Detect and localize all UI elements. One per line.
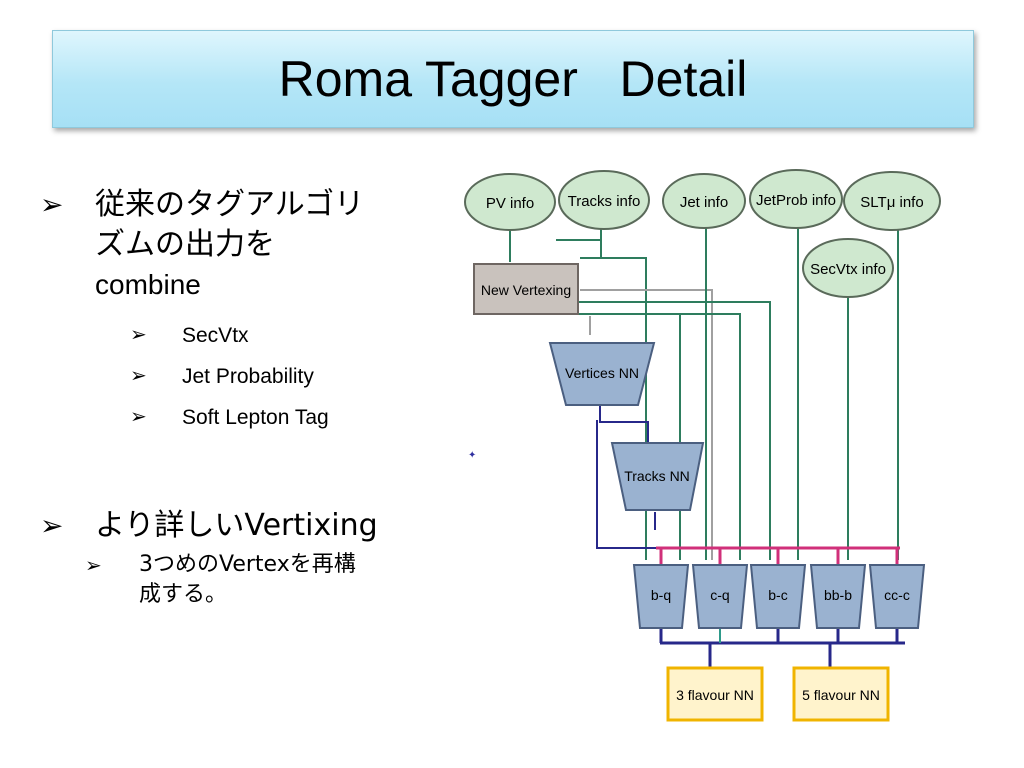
- classifier-bq: b-q: [632, 564, 690, 629]
- classifier-label: bb-b: [824, 587, 852, 603]
- info-node-jetprob: JetProb info: [749, 169, 843, 229]
- output-5-flavour: 5 flavour NN: [792, 666, 890, 722]
- info-node-tracks: Tracks info: [558, 170, 650, 230]
- output-3-flavour: 3 flavour NN: [666, 666, 764, 722]
- info-node-label: SLTμ info: [860, 194, 923, 211]
- info-node-pv: PV info: [464, 173, 556, 231]
- sub-bullet-softlepton: ➢ Soft Lepton Tag: [40, 397, 440, 438]
- info-node-sltmu: SLTμ info: [843, 171, 941, 231]
- info-node-label: SecVtx info: [810, 261, 886, 278]
- title-banner: Roma Tagger Detail: [52, 30, 974, 128]
- sub-bullet-vertex: ➢ 3つめのVertexを再構 成する。: [40, 550, 440, 610]
- new-vertexing-box: New Vertexing: [473, 263, 579, 315]
- bullet-1: ➢ 従来のタグアルゴリ ズムの出力を combine: [40, 185, 440, 305]
- classifier-label: b-q: [651, 587, 671, 603]
- slide-title: Roma Tagger Detail: [278, 51, 748, 107]
- bullet-2: ➢ より詳しいVertixing: [40, 506, 440, 546]
- arrow-bullet-icon: ➢: [40, 188, 64, 221]
- info-node-label: JetProb info: [756, 192, 836, 209]
- bullet-1-line-3: combine: [95, 269, 201, 300]
- sub-bullet-vertex-line-1: 3つめのVertexを再構: [139, 552, 356, 577]
- tracks-nn: Tracks NN: [610, 442, 705, 511]
- sub-bullet-text: SecVtx: [182, 324, 249, 347]
- info-node-secvtx: SecVtx info: [802, 238, 894, 298]
- classifier-bc: b-c: [749, 564, 807, 629]
- classifier-ccc: cc-c: [868, 564, 926, 629]
- stray-mark-icon: ✦: [468, 450, 477, 461]
- arrow-bullet-icon: ➢: [85, 553, 102, 577]
- vertices-nn: Vertices NN: [548, 342, 656, 406]
- tracks-nn-label: Tracks NN: [624, 468, 690, 484]
- sub-bullet-secvtx: ➢ SecVtx: [40, 315, 440, 356]
- output-label: 3 flavour NN: [676, 687, 754, 703]
- roma-tagger-diagram: PV info Tracks info Jet info JetProb inf…: [464, 169, 941, 722]
- sub-bullet-jetprob: ➢ Jet Probability: [40, 356, 440, 397]
- arrow-bullet-icon: ➢: [130, 324, 147, 346]
- classifier-cq: c-q: [691, 564, 749, 629]
- classifier-bbb: bb-b: [809, 564, 867, 629]
- arrow-bullet-icon: ➢: [40, 509, 64, 542]
- classifier-label: c-q: [710, 587, 729, 603]
- vertices-nn-label: Vertices NN: [565, 365, 639, 381]
- classifier-label: cc-c: [884, 587, 910, 603]
- arrow-bullet-icon: ➢: [130, 406, 147, 428]
- sub-bullet-text: Soft Lepton Tag: [182, 406, 329, 429]
- navy-bus: [659, 628, 905, 668]
- sub-bullet-vertex-line-2: 成する。: [139, 582, 228, 607]
- arrow-bullet-icon: ➢: [130, 365, 147, 387]
- output-label: 5 flavour NN: [802, 687, 880, 703]
- info-node-label: Tracks info: [568, 193, 641, 210]
- bullet-2-text: より詳しいVertixing: [95, 508, 378, 543]
- new-vertexing-label: New Vertexing: [481, 282, 571, 298]
- bullet-list: ➢ 従来のタグアルゴリ ズムの出力を combine ➢ SecVtx ➢ Je…: [40, 185, 440, 610]
- sub-bullet-text: Jet Probability: [182, 365, 314, 388]
- info-node-label: PV info: [486, 195, 534, 212]
- info-node-jet: Jet info: [662, 173, 746, 229]
- info-node-label: Jet info: [680, 194, 728, 211]
- bullet-1-line-1: 従来のタグアルゴリ: [95, 187, 365, 222]
- connection-lines: [509, 218, 899, 560]
- bullet-1-line-2: ズムの出力を: [95, 227, 275, 262]
- classifier-label: b-c: [768, 587, 787, 603]
- magenta-bus: [656, 546, 900, 565]
